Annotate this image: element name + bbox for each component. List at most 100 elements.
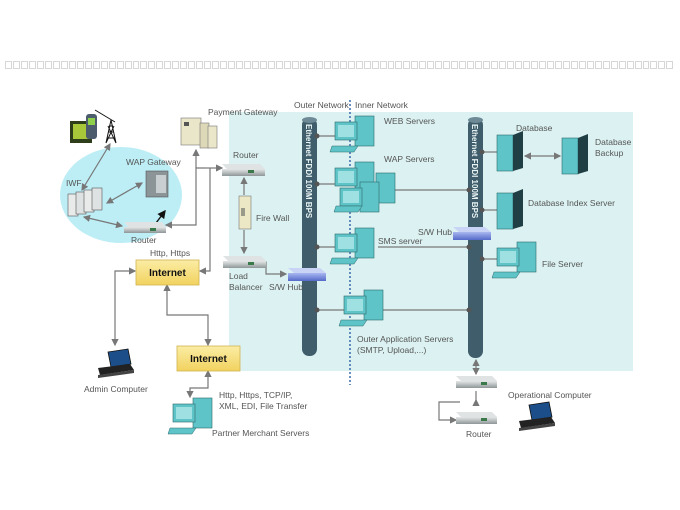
placeholder-glyph xyxy=(36,61,44,69)
wap-gateway-server-icon xyxy=(145,170,169,198)
placeholder-glyph xyxy=(618,61,626,69)
placeholder-glyph xyxy=(475,61,483,69)
placeholder-glyph xyxy=(578,61,586,69)
placeholder-glyph xyxy=(483,61,491,69)
placeholder-glyph xyxy=(642,61,650,69)
placeholder-glyph xyxy=(228,61,236,69)
internet-main-label: Internet xyxy=(149,268,186,279)
placeholder-glyph xyxy=(92,61,100,69)
placeholder-glyph xyxy=(260,61,267,69)
placeholder-glyph xyxy=(395,61,403,69)
placeholder-glyph xyxy=(76,61,84,69)
placeholder-glyph xyxy=(363,61,371,69)
placeholder-glyph xyxy=(315,61,323,69)
placeholder-glyph xyxy=(124,61,132,69)
placeholder-glyph xyxy=(562,61,570,69)
placeholder-glyph xyxy=(435,61,443,69)
placeholder-glyph xyxy=(148,61,156,69)
payment-gateway-server-icon xyxy=(180,117,218,149)
placeholder-glyph xyxy=(84,61,92,69)
placeholder-glyph xyxy=(419,61,427,69)
placeholder-glyph xyxy=(427,61,435,69)
database-backup-label-line2: Backup xyxy=(595,148,624,158)
placeholder-glyph xyxy=(355,61,363,69)
placeholder-glyph xyxy=(5,61,12,69)
placeholder-glyph xyxy=(283,61,291,69)
web-servers-label: WEB Servers xyxy=(384,116,435,126)
placeholder-glyph xyxy=(68,61,76,69)
admin-computer-label: Admin Computer xyxy=(84,384,148,394)
placeholder-glyph xyxy=(196,61,204,69)
internet-protocol-label: Http, Https xyxy=(150,248,190,258)
outer-application-servers-icon xyxy=(338,289,384,327)
partner-protocol-line1: Http, Https, TCP/IP, xyxy=(219,390,292,400)
placeholder-glyph xyxy=(275,61,283,69)
bus-right-label: Ethernet FDDI 100M BPS xyxy=(470,124,479,219)
placeholder-glyph xyxy=(546,61,554,69)
placeholder-glyph xyxy=(666,61,674,69)
wap-gateway-label: WAP Gateway xyxy=(126,157,182,167)
placeholder-glyph xyxy=(371,61,379,69)
partner-protocol-line2: XML, EDI, File Transfer xyxy=(219,401,307,411)
file-server-icon xyxy=(491,241,537,279)
placeholder-glyph xyxy=(347,61,355,69)
placeholder-glyph xyxy=(403,61,411,69)
bus-left-label: Ethernet FDDI 100M BPS xyxy=(304,124,313,219)
placeholder-glyph xyxy=(20,61,28,69)
placeholder-glyph xyxy=(132,61,140,69)
placeholder-glyph xyxy=(180,61,188,69)
router-top-icon xyxy=(222,164,265,176)
database-backup-server-icon xyxy=(561,134,588,175)
admin-laptop-icon xyxy=(98,348,134,378)
database-label: Database xyxy=(516,123,553,133)
file-server-label: File Server xyxy=(542,259,583,269)
mobile-device-icon xyxy=(70,114,97,143)
placeholder-glyph xyxy=(530,61,538,69)
placeholder-glyph xyxy=(610,61,618,69)
firewall-icon xyxy=(238,195,252,230)
placeholder-glyph xyxy=(204,61,212,69)
placeholder-glyph xyxy=(515,61,522,69)
firewall-label: Fire Wall xyxy=(256,213,289,223)
placeholder-glyph xyxy=(44,61,52,69)
placeholder-glyph xyxy=(267,61,275,69)
iwf-server-rack-icon xyxy=(67,187,103,217)
placeholder-glyph xyxy=(331,61,339,69)
placeholder-glyph xyxy=(522,61,530,69)
connections xyxy=(81,135,562,424)
internet-partner-label: Internet xyxy=(190,354,227,365)
placeholder-glyph xyxy=(12,61,20,69)
placeholder-glyph xyxy=(291,61,299,69)
placeholder-glyph xyxy=(491,61,499,69)
placeholder-glyph xyxy=(602,61,610,69)
load-balancer-icon xyxy=(223,256,266,268)
placeholder-glyph xyxy=(634,61,642,69)
placeholder-glyph xyxy=(443,61,451,69)
antenna-tower-icon xyxy=(94,109,117,144)
placeholder-glyph xyxy=(108,61,116,69)
placeholder-glyph xyxy=(307,61,315,69)
placeholder-glyph xyxy=(164,61,172,69)
load-balancer-label-line2: Balancer xyxy=(229,282,263,292)
placeholder-glyph xyxy=(140,61,148,69)
placeholder-glyph xyxy=(658,61,666,69)
placeholder-glyph xyxy=(252,61,259,69)
outer-app-servers-label-line1: Outer Application Servers xyxy=(357,334,453,344)
placeholder-glyph xyxy=(339,61,347,69)
database-server-icon xyxy=(496,131,523,172)
placeholder-glyph xyxy=(586,61,594,69)
placeholder-glyph xyxy=(387,61,395,69)
sms-server-label: SMS server xyxy=(378,236,423,246)
placeholder-glyph xyxy=(100,61,108,69)
wap-servers-label: WAP Servers xyxy=(384,154,435,164)
placeholder-glyph xyxy=(60,61,68,69)
internet-partner-box: Internet xyxy=(176,345,241,372)
sw-hub-left-icon xyxy=(288,268,326,281)
operational-laptop-icon xyxy=(519,401,555,431)
iwf-label: IWF xyxy=(66,178,82,188)
router-bottom-upper-icon xyxy=(456,376,497,388)
placeholder-glyph xyxy=(411,61,419,69)
outer-app-servers-label-line2: (SMTP, Upload,...) xyxy=(357,345,426,355)
web-servers-icon xyxy=(329,115,375,153)
internet-main-box: Internet xyxy=(135,259,200,286)
